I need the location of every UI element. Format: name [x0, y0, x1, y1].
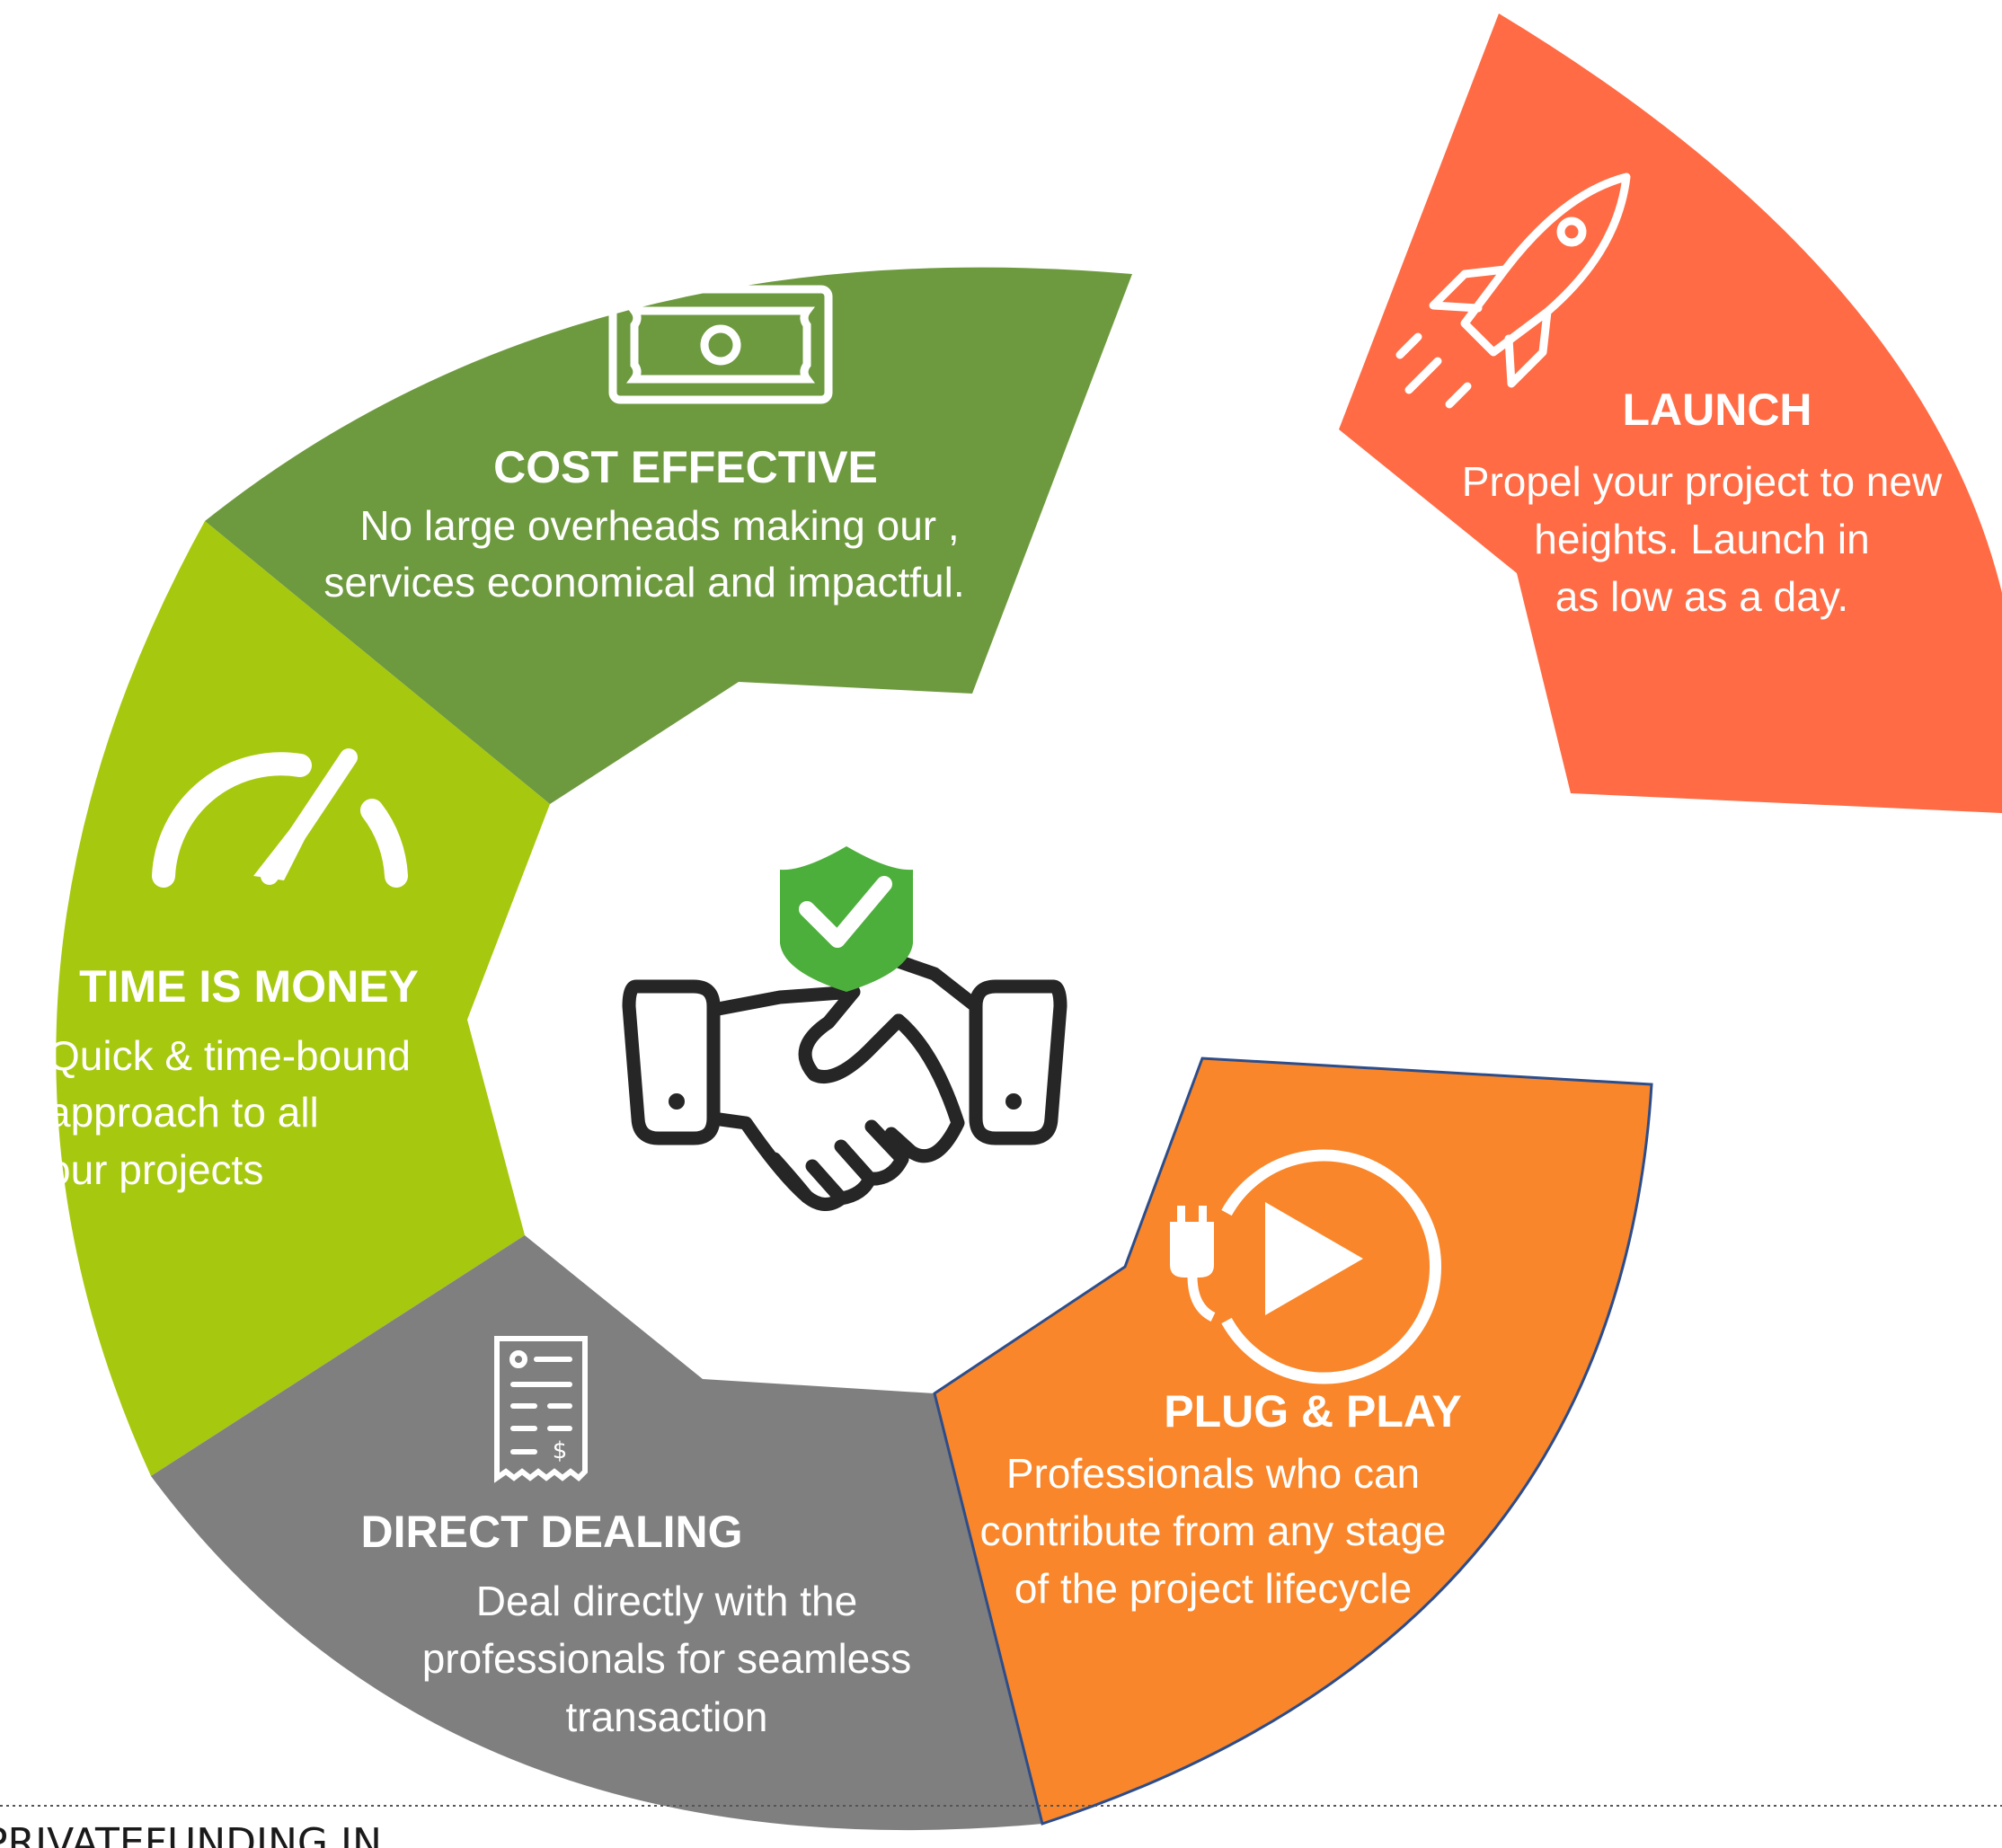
segment-launch-line-3: as low as a day.: [1555, 573, 1848, 620]
segment-direct-dealing-title: DIRECT DEALING: [361, 1507, 743, 1557]
segment-cost-effective-line-1: No large overheads making our ,: [359, 502, 959, 549]
segment-plug-and-play-shape: [933, 1057, 1653, 1826]
segment-time-is-money-line-2: approach to all: [48, 1089, 319, 1136]
segment-plug-and-play-line-3: of the project lifecycle: [1014, 1565, 1412, 1612]
rocket-icon: [1395, 172, 1631, 409]
segment-time-is-money-line-3: our projects: [48, 1146, 263, 1193]
shield-check-icon: [780, 846, 913, 992]
segment-cost-effective-title: COST EFFECTIVE: [493, 442, 878, 492]
segment-direct-dealing-line-2: professionals for seamless: [422, 1635, 912, 1682]
svg-text:$: $: [553, 1437, 568, 1464]
segment-plug-and-play: PLUG & PLAY Professionals who can contri…: [933, 1057, 1653, 1826]
segment-plug-and-play-title: PLUG & PLAY: [1164, 1386, 1462, 1437]
segment-plug-and-play-line-2: contribute from any stage: [979, 1508, 1446, 1554]
handshake-shield-check-icon: [622, 846, 1067, 1211]
segment-launch-shape: [1339, 13, 2002, 813]
segment-time-is-money-shape: [56, 521, 550, 1476]
segment-direct-dealing-line-3: transaction: [565, 1693, 767, 1740]
handshake-icon: [622, 952, 1067, 1211]
segment-cost-effective: COST EFFECTIVE No large overheads making…: [205, 267, 1132, 804]
segment-launch-line-1: Propel your project to new: [1462, 458, 1943, 505]
segment-time-is-money: TIME IS MONEY Quick & time-bound approac…: [48, 521, 550, 1476]
segment-launch: LAUNCH Propel your project to new height…: [1339, 13, 2002, 813]
banknote-icon: [608, 285, 833, 404]
handshake-cuff-dot-left: [669, 1093, 685, 1110]
segment-cost-effective-line-2: services economical and impactful.: [323, 559, 964, 606]
plug-play-icon: [1170, 1149, 1441, 1384]
segment-direct-dealing-shape: [151, 1235, 1042, 1831]
segment-direct-dealing-line-1: Deal directly with the: [476, 1578, 857, 1624]
segment-launch-line-2: heights. Launch in: [1534, 516, 1869, 562]
segment-launch-title: LAUNCH: [1622, 385, 1812, 435]
segment-time-is-money-title: TIME IS MONEY: [79, 961, 419, 1012]
segment-cost-effective-shape: [205, 267, 1132, 804]
segment-time-is-money-line-1: Quick & time-bound: [48, 1032, 411, 1079]
segment-plug-and-play-line-1: Professionals who can: [1006, 1450, 1420, 1497]
footer-brand-text: PRIVATEFUNDING.IN: [0, 1820, 382, 1848]
handshake-cuff-dot-right: [1005, 1093, 1022, 1110]
segment-direct-dealing: $ DIRECT DEALING Deal directly with the …: [151, 1235, 1042, 1831]
speedometer-icon: [152, 748, 408, 888]
receipt-icon: $: [494, 1336, 588, 1483]
